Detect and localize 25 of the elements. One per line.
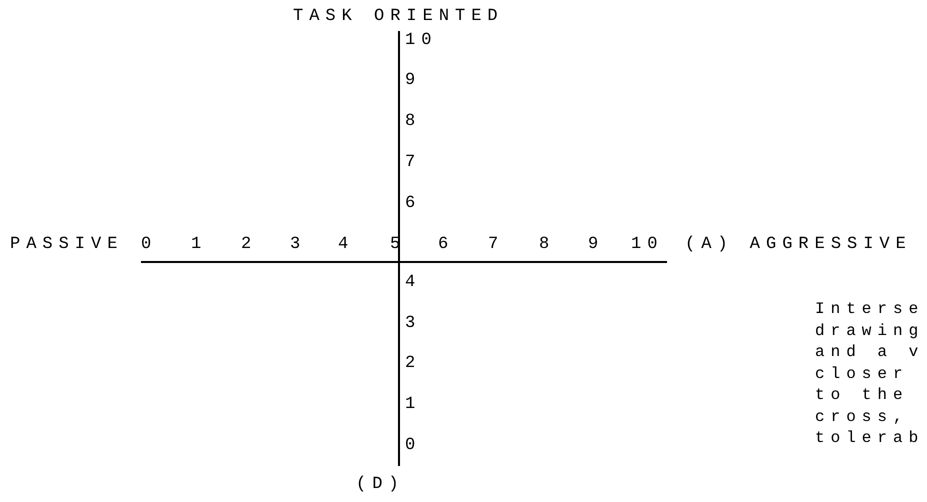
tick-label: 1 <box>405 394 422 416</box>
tick-label: 3 <box>290 234 306 256</box>
tick-label: 3 <box>405 313 422 335</box>
tick-label: 0 <box>141 234 158 256</box>
tick-label: 7 <box>405 152 422 174</box>
tick-label: 4 <box>405 272 422 294</box>
axis-title: TASK ORIENTED <box>293 6 504 28</box>
tick-label: 10 <box>405 30 438 52</box>
tick-label: 8 <box>405 111 422 133</box>
tick-label: 10 <box>631 234 664 256</box>
axis-title: PASSIVE <box>10 234 124 256</box>
tick-label: 4 <box>338 234 354 256</box>
tick-label: 9 <box>588 234 604 256</box>
axis-title: (A) AGGRESSIVE <box>685 234 912 256</box>
tick-label: 0 <box>405 435 422 457</box>
tick-label: 1 <box>191 234 208 256</box>
tick-label: 7 <box>488 234 504 256</box>
tick-label: 6 <box>405 193 422 215</box>
note-text: Interse drawing and a v closer to the cross, tolerab <box>815 299 926 449</box>
axis-title: (D) <box>356 474 405 496</box>
tick-label: 9 <box>405 70 422 92</box>
tick-label: 2 <box>241 234 258 256</box>
tick-label: 8 <box>539 234 556 256</box>
tick-label: 2 <box>405 353 422 375</box>
tick-label: 6 <box>438 234 454 256</box>
